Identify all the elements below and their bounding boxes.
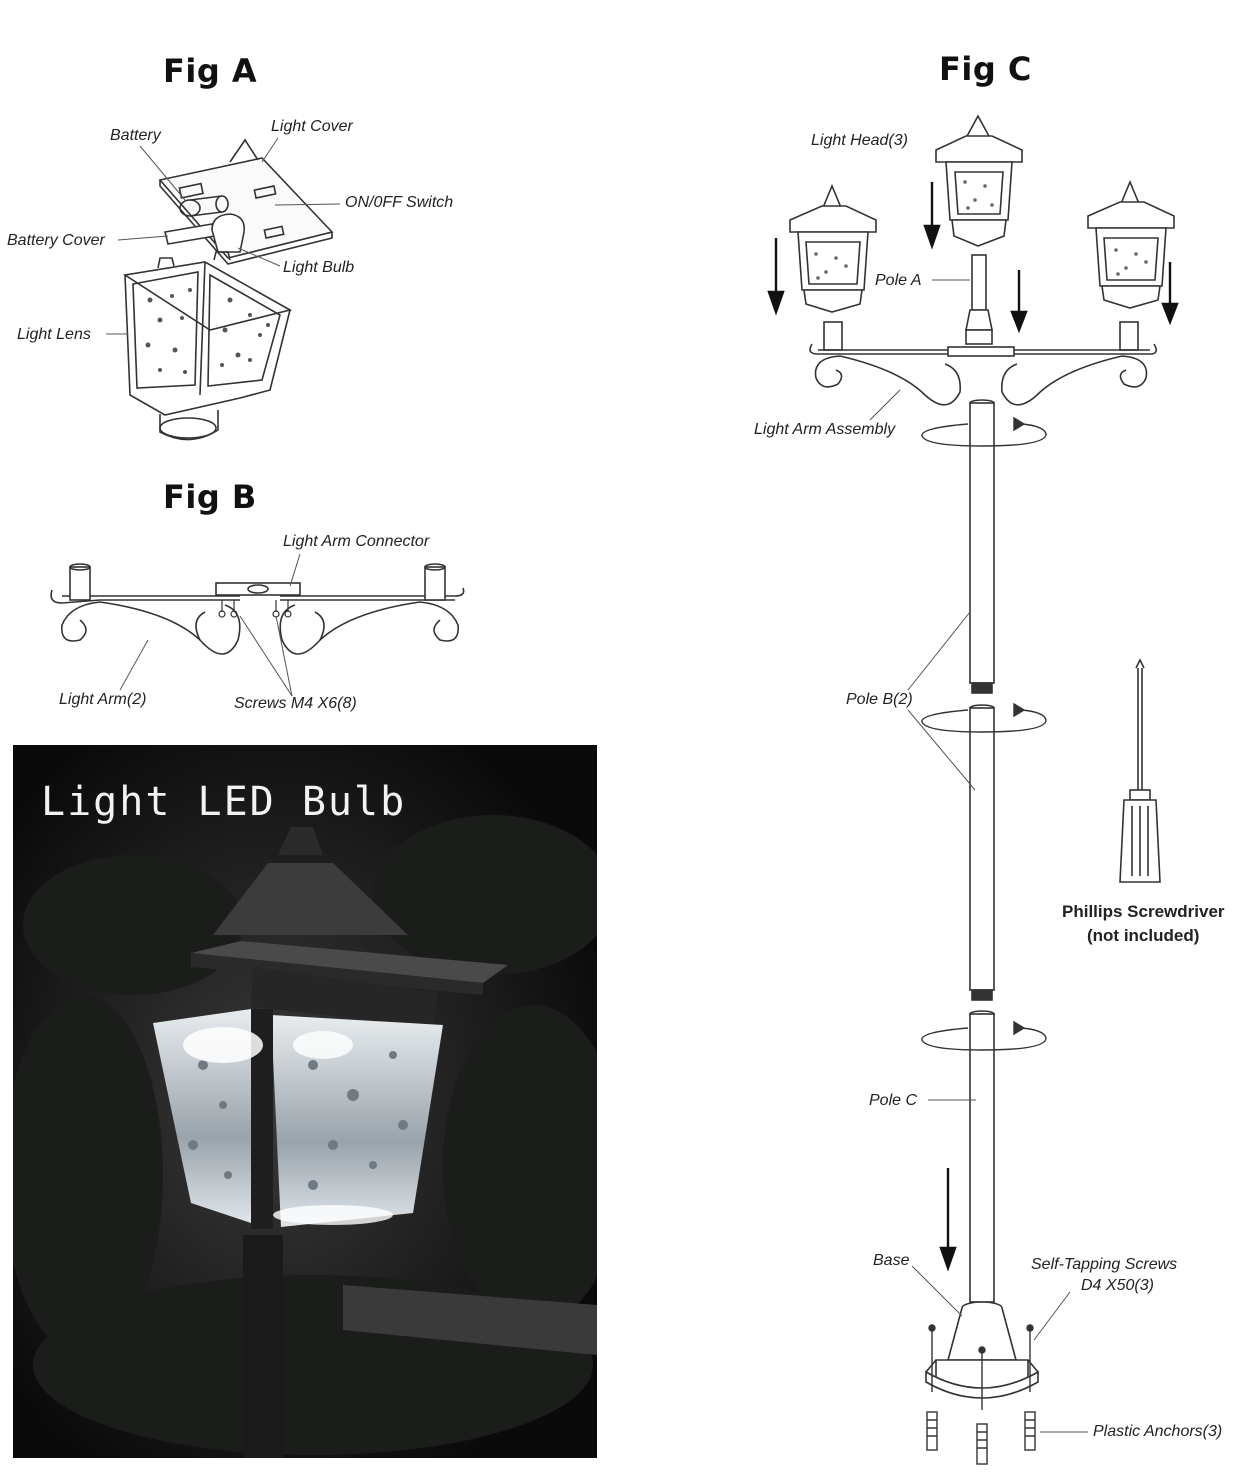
fig-b-light-arm bbox=[50, 563, 465, 655]
label-pole-a: Pole A bbox=[875, 272, 922, 289]
fig-c-pole-c bbox=[969, 1010, 995, 1303]
label-screwdriver-line2: (not included) bbox=[1087, 926, 1200, 945]
label-battery: Battery bbox=[110, 127, 161, 144]
fig-c-screws bbox=[928, 1324, 1034, 1410]
label-on-off-switch: ON/0FF Switch bbox=[345, 194, 454, 211]
night-lantern-photo: Light LED Bulb bbox=[13, 745, 597, 1458]
light-lens-shape bbox=[122, 251, 293, 441]
lens-dots bbox=[145, 288, 270, 374]
fig-c-light-arm-assembly bbox=[809, 321, 1158, 406]
photo-caption: Light LED Bulb bbox=[41, 779, 407, 825]
fig-c-head-dots bbox=[814, 180, 1148, 280]
label-screws: Screws M4 X6(8) bbox=[234, 695, 357, 712]
label-light-arm-assembly: Light Arm Assembly bbox=[754, 421, 896, 438]
fig-c-anchors bbox=[926, 1411, 1036, 1465]
label-light-bulb: Light Bulb bbox=[283, 259, 355, 276]
battery-shape bbox=[179, 195, 229, 217]
fig-c-pole-b-lower bbox=[969, 704, 995, 1001]
light-bulb-shape bbox=[211, 213, 246, 253]
fig-c-arrows bbox=[767, 182, 1179, 1272]
fig-c-rotation-arrows bbox=[921, 416, 1047, 1051]
label-plastic-anchors: Plastic Anchors(3) bbox=[1093, 1423, 1223, 1440]
label-self-tapping-line2: D4 X50(3) bbox=[1081, 1277, 1154, 1294]
label-pole-b: Pole B(2) bbox=[846, 691, 913, 708]
label-pole-c: Pole C bbox=[869, 1092, 918, 1109]
fig-a-title: Fig A bbox=[163, 52, 258, 90]
fig-c-screwdriver bbox=[1119, 658, 1161, 883]
fig-c-light-heads bbox=[789, 114, 1175, 313]
label-screwdriver-line1: Phillips Screwdriver bbox=[1062, 902, 1225, 921]
label-light-arm-connector: Light Arm Connector bbox=[283, 533, 430, 550]
label-battery-cover: Battery Cover bbox=[7, 232, 105, 249]
fig-b-title: Fig B bbox=[163, 478, 257, 516]
lantern-photo-illustration bbox=[13, 745, 597, 1458]
label-light-lens: Light Lens bbox=[17, 326, 91, 343]
fig-b-leaders bbox=[119, 553, 301, 697]
fig-c-leaders bbox=[869, 279, 1088, 1433]
label-base: Base bbox=[873, 1252, 910, 1269]
fig-c-title: Fig C bbox=[939, 50, 1032, 88]
fig-c-pole-b-upper bbox=[969, 399, 995, 694]
label-light-head: Light Head(3) bbox=[811, 132, 908, 149]
label-self-tapping-line1: Self-Tapping Screws bbox=[1031, 1256, 1178, 1273]
label-light-arm: Light Arm(2) bbox=[59, 691, 147, 708]
light-cover-plate bbox=[158, 138, 334, 265]
fig-c-pole-a bbox=[965, 254, 993, 345]
label-light-cover: Light Cover bbox=[271, 118, 353, 135]
fig-a-leaders bbox=[106, 137, 341, 335]
